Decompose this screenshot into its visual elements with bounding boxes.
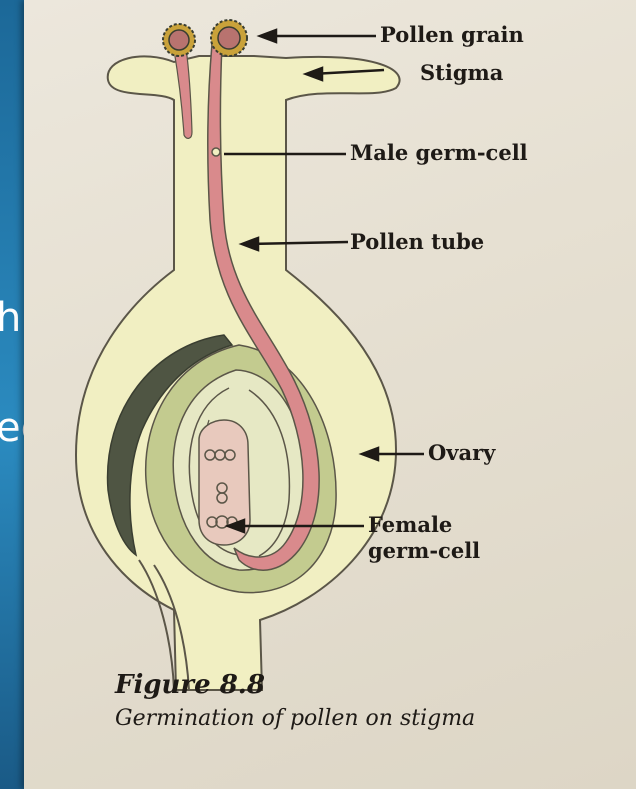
label-pollen-tube: Pollen tube xyxy=(350,229,484,254)
figure-caption-text: Germination of pollen on stigma xyxy=(115,703,555,735)
figure-photo: Pollen grain Stigma Male germ-cell Polle… xyxy=(24,0,636,789)
label-ovary: Ovary xyxy=(428,440,495,465)
male-germ-cell xyxy=(212,148,220,156)
label-male-germ-cell: Male germ-cell xyxy=(350,140,528,165)
label-stigma: Stigma xyxy=(420,60,503,85)
pollen-grain-left xyxy=(163,24,195,56)
figure-caption-title: Figure 8.8 xyxy=(115,670,265,700)
label-pollen-grain: Pollen grain xyxy=(380,22,524,47)
label-female-germ-cell-2: germ-cell xyxy=(368,538,480,563)
label-female-germ-cell: Female xyxy=(368,512,452,537)
pollen-grain-right xyxy=(211,20,247,56)
